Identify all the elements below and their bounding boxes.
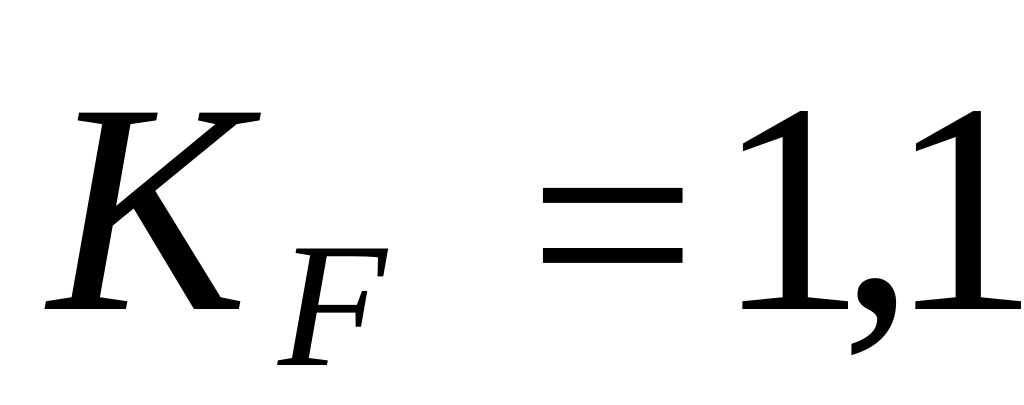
formula-variable: K — [48, 42, 249, 374]
formula-subscript: F — [278, 206, 387, 404]
formula-equals-sign: = — [528, 58, 698, 390]
formula-value: 1,1 — [716, 42, 1024, 374]
